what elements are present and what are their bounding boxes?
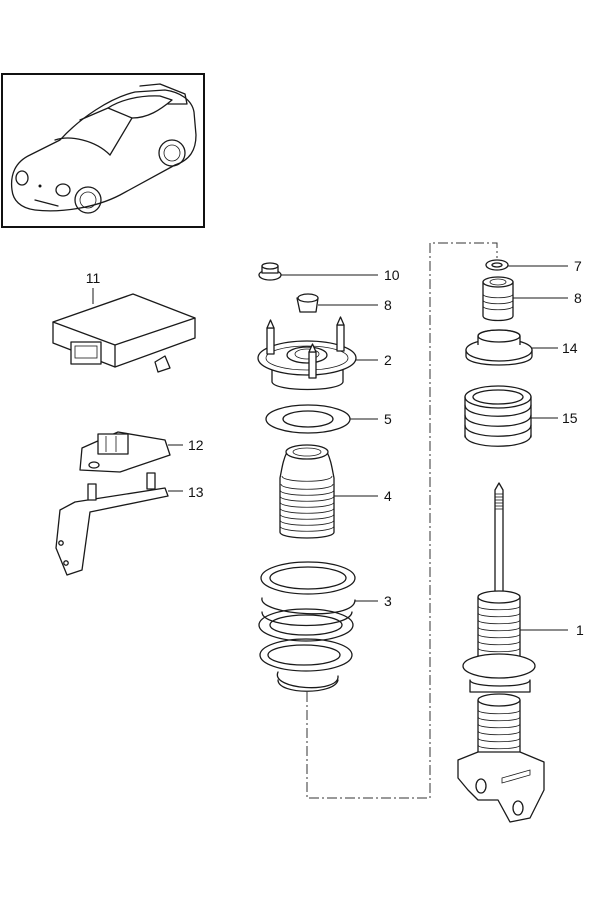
callout-12[interactable]: 12: [188, 437, 204, 453]
mounting-bracket-part[interactable]: 13: [55, 472, 204, 576]
callout-15[interactable]: 15: [562, 410, 578, 426]
callout-7[interactable]: 7: [574, 258, 582, 274]
upper-spring-seat-part[interactable]: 14: [465, 329, 578, 366]
collar-nut-part[interactable]: 8: [296, 293, 392, 313]
callout-2[interactable]: 2: [384, 352, 392, 368]
callout-9[interactable]: 8: [384, 297, 392, 313]
sensor-part[interactable]: 12: [79, 431, 204, 473]
callout-3[interactable]: 3: [384, 593, 392, 609]
callout-14[interactable]: 14: [562, 340, 578, 356]
callout-4[interactable]: 4: [384, 488, 392, 504]
callout-1[interactable]: 1: [576, 622, 584, 638]
coil-spring-part[interactable]: 3: [258, 561, 392, 692]
shock-absorber-part[interactable]: 1: [457, 482, 584, 823]
flange-nut-part[interactable]: 10: [258, 262, 400, 283]
callout-8[interactable]: 8: [574, 290, 582, 306]
small-washer-part[interactable]: 7: [485, 258, 582, 274]
strut-top-mount-part[interactable]: 2: [257, 316, 392, 391]
bump-stop-part[interactable]: 8: [482, 276, 582, 322]
spring-seat-washer-part[interactable]: 5: [265, 404, 392, 434]
callout-11[interactable]: 11: [86, 270, 101, 286]
callout-10[interactable]: 10: [384, 267, 400, 283]
vehicle-thumbnail[interactable]: [1, 73, 205, 228]
callout-13[interactable]: 13: [188, 484, 204, 500]
callout-5[interactable]: 5: [384, 411, 392, 427]
car-icon: [10, 83, 197, 214]
helper-spring-part[interactable]: 15: [464, 385, 578, 447]
control-unit-part[interactable]: 11: [52, 270, 196, 373]
dust-boot-part[interactable]: 4: [279, 444, 392, 539]
assembly-guide-lines: [306, 242, 498, 799]
